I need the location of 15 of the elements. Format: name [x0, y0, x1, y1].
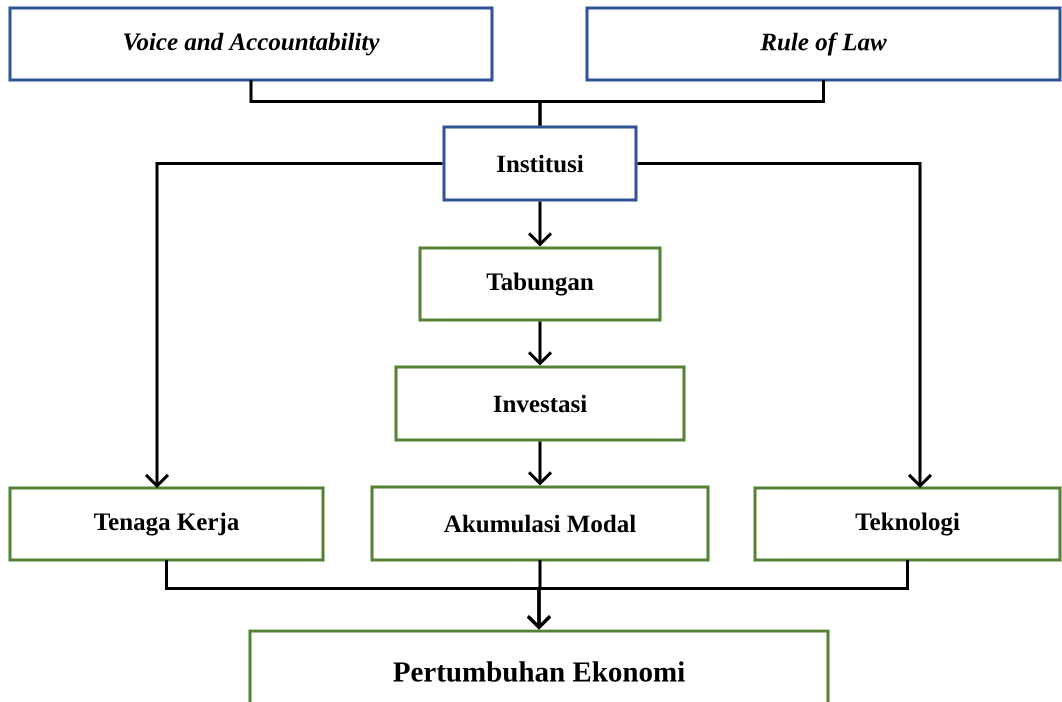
arrow	[527, 441, 553, 486]
arrow	[527, 201, 553, 247]
process-box: Investasi	[394, 365, 686, 442]
title-box: Voice and Accountability	[8, 6, 494, 82]
title-box: Rule of Law	[585, 6, 1062, 82]
arrow	[527, 321, 553, 366]
arrow	[637, 162, 933, 488]
process-box: Teknologi	[753, 486, 1062, 562]
process-box: Tenaga Kerja	[8, 486, 325, 562]
process-box: Institusi	[442, 125, 638, 202]
process-box: Akumulasi Modal	[370, 485, 710, 562]
process-box: Tabungan	[418, 246, 662, 322]
arrow	[526, 560, 909, 630]
arrow	[144, 162, 443, 488]
process-box: Pertumbuhan Ekonomi	[248, 629, 830, 702]
